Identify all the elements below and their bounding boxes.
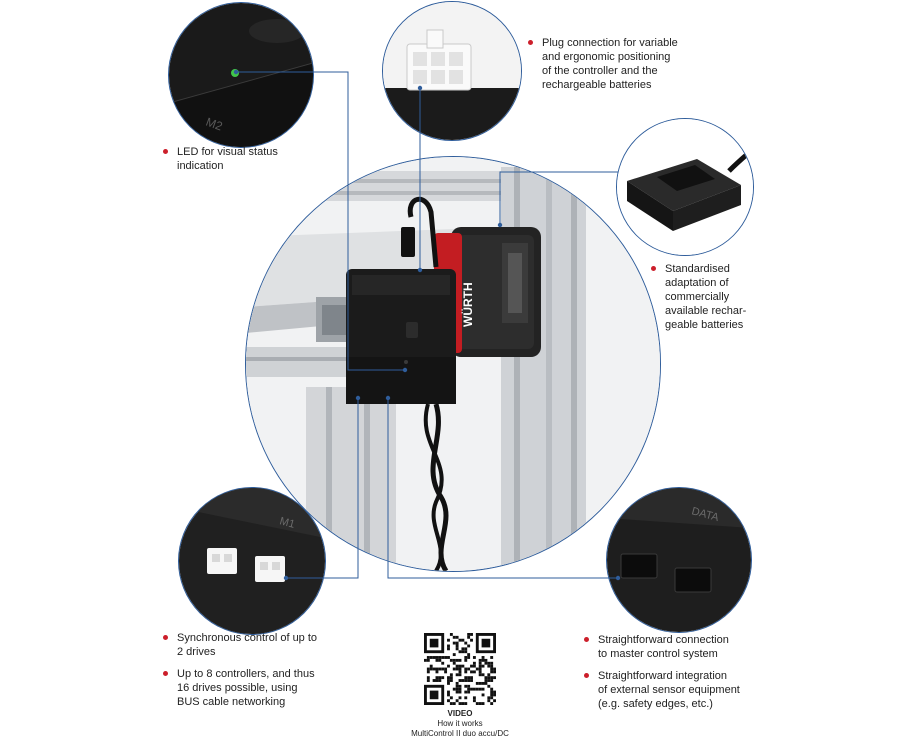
m1-ports-illustration: M1 — [179, 488, 325, 634]
battery-brand-label: WÜRTH — [460, 282, 475, 327]
callout-left-bottom: Synchronous control of up to 2 drives Up… — [163, 631, 363, 717]
qr-code-icon[interactable] — [424, 633, 496, 705]
bullet-dot-icon — [651, 266, 656, 271]
callout-led-text: LED for visual status indication — [177, 146, 278, 172]
detail-led-circle: M2 — [168, 2, 314, 148]
qr-line-1: How it works — [437, 719, 483, 728]
bullet-dot-icon — [528, 40, 533, 45]
callout-connection-text: Straightforward connection to master con… — [598, 634, 729, 660]
callout-right-bottom: Straightforward connection to master con… — [584, 633, 784, 719]
bullet-dot-icon — [163, 635, 168, 640]
callout-plug: Plug connection for variable and ergonom… — [528, 36, 728, 100]
bullet-dot-icon — [584, 673, 589, 678]
bullet-dot-icon — [584, 637, 589, 642]
callout-battery: Standardised adaptation of commercially … — [651, 262, 791, 340]
callout-controllers-text: Up to 8 controllers, and thus 16 drives … — [177, 668, 315, 708]
callout-sync-text: Synchronous control of up to 2 drives — [177, 632, 318, 658]
port-label-m2: M2 — [204, 115, 225, 134]
controller-assembly-illustration: WÜRTH — [246, 157, 660, 571]
bullet-dot-icon — [163, 671, 168, 676]
qr-heading: VIDEO — [447, 709, 473, 718]
callout-led: LED for visual status indication — [163, 145, 343, 181]
data-ports-illustration: DATA — [607, 488, 751, 632]
detail-battery-circle — [616, 118, 754, 256]
detail-m1-circle: M1 — [178, 487, 326, 635]
bullet-dot-icon — [163, 149, 168, 154]
qr-line-2: MultiControl II duo accu/DC — [411, 729, 509, 738]
battery-adapter-illustration — [617, 119, 753, 255]
callout-sensor-text: Straightforward integration of external … — [598, 670, 740, 710]
plug-detail-illustration — [383, 2, 521, 140]
detail-plug-circle — [382, 1, 522, 141]
qr-video-block[interactable]: VIDEO How it works MultiControl II duo a… — [405, 633, 515, 739]
callout-battery-text: Standardised adaptation of commercially … — [665, 263, 747, 331]
main-product-circle: WÜRTH — [245, 156, 661, 572]
callout-plug-text: Plug connection for variable and ergonom… — [542, 37, 678, 91]
detail-data-circle: DATA — [606, 487, 752, 633]
led-detail-illustration: M2 — [169, 3, 313, 147]
led-icon — [231, 69, 239, 77]
